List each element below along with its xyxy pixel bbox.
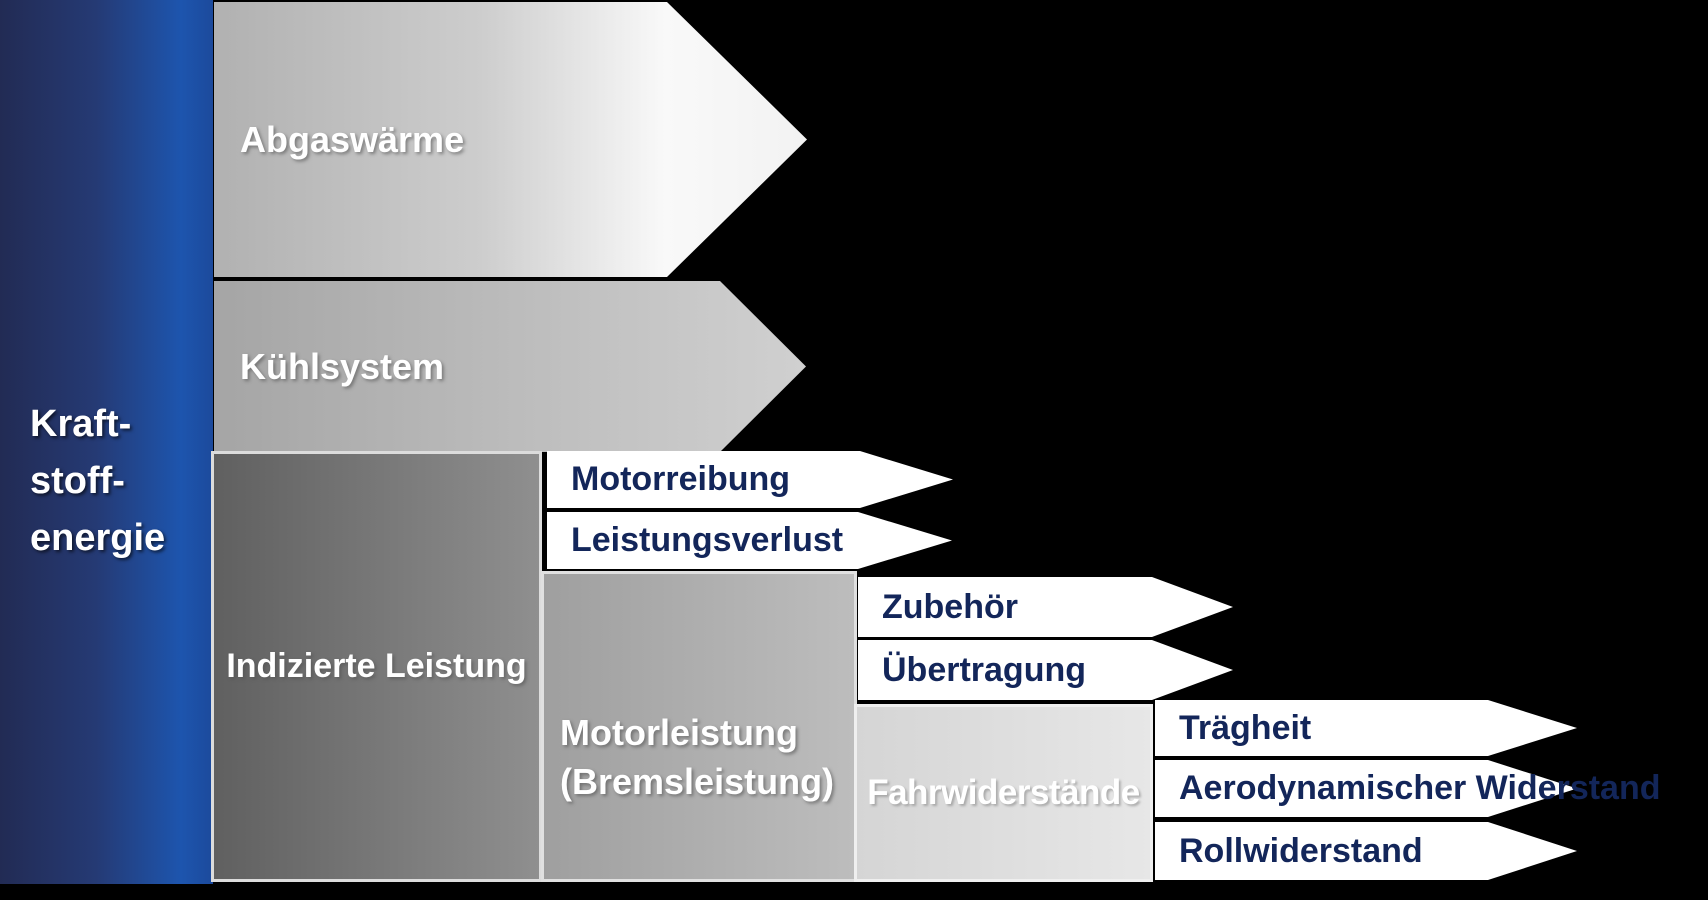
fuel-energy-bar (0, 0, 213, 884)
aerodynamic-drag-label: Aerodynamischer Widerstand (1179, 769, 1661, 807)
engine-power-block: Motorleistung (Bremsleistung) (544, 574, 854, 879)
engine-power-label-line2: (Bremsleistung) (560, 760, 835, 802)
power-loss-arrow: Leistungsverlust (547, 512, 952, 569)
power-loss-arrow-shape (547, 512, 952, 569)
cooling-system-label: Kühlsystem (240, 345, 445, 387)
engine-friction-arrow-shape (547, 451, 953, 508)
transmission-arrow-shape (858, 640, 1233, 700)
transmission-label: Übertragung (882, 650, 1086, 689)
transmission-arrow: Übertragung (858, 640, 1233, 700)
exhaust-heat-arrow-shape (214, 2, 807, 277)
accessories-arrow-shape (858, 577, 1233, 637)
engine-friction-arrow: Motorreibung (547, 451, 953, 508)
rolling-resistance-arrow-shape (1155, 822, 1577, 880)
inertia-arrow: Trägheit (1155, 700, 1577, 756)
inertia-arrow-shape (1155, 700, 1577, 756)
accessories-label: Zubehör (882, 587, 1018, 626)
cooling-system-arrow: Kühlsystem (214, 281, 806, 452)
indicated-power-label: Indizierte Leistung (226, 647, 527, 685)
engine-friction-label: Motorreibung (571, 460, 791, 498)
fuel-energy-label-line2: stoff- (30, 460, 125, 502)
indicated-power-block: Indizierte Leistung (214, 454, 539, 879)
cooling-system-arrow-shape (214, 281, 806, 452)
accessories-arrow: Zubehör (858, 577, 1233, 637)
engine-power-label-line1: Motorleistung (560, 711, 798, 753)
power-loss-label: Leistungsverlust (571, 521, 844, 559)
engine-power-label: Motorleistung (Bremsleistung) (544, 708, 834, 806)
driving-resistance-label: Fahrwiderstände (867, 773, 1140, 812)
fuel-energy-label-line1: Kraft- (30, 403, 132, 445)
exhaust-heat-arrow: Abgaswärme (214, 2, 807, 277)
rolling-resistance-label: Rollwiderstand (1179, 831, 1423, 870)
rolling-resistance-arrow: Rollwiderstand (1155, 822, 1577, 880)
fuel-energy-label: Kraft- stoff- energie (30, 396, 165, 567)
aerodynamic-drag-arrow-shape (1155, 760, 1577, 817)
inertia-label: Trägheit (1179, 708, 1312, 747)
exhaust-heat-label: Abgaswärme (240, 118, 465, 160)
driving-resistance-block: Fahrwiderstände (857, 707, 1150, 879)
aerodynamic-drag-arrow: Aerodynamischer Widerstand (1155, 760, 1661, 817)
fuel-energy-label-line3: energie (30, 517, 166, 559)
